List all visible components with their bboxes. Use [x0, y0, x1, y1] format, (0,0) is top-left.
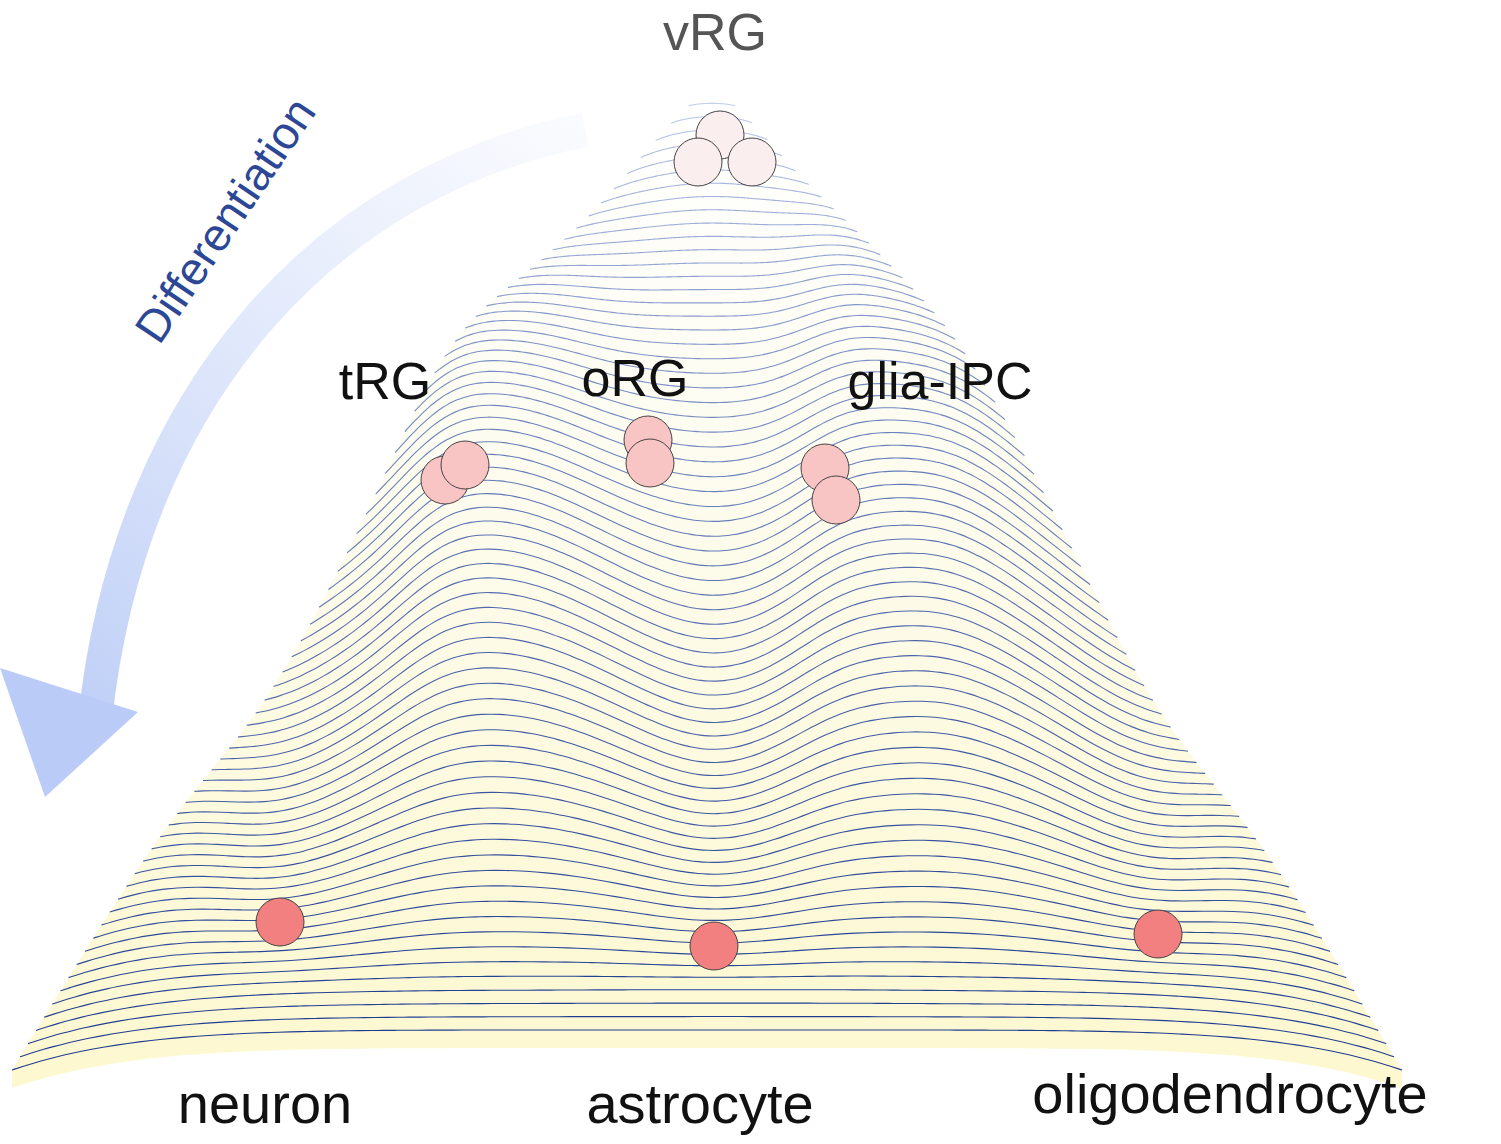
contour-line: [265, 578, 1153, 700]
cell: [626, 439, 674, 487]
contour-line: [160, 761, 1256, 839]
contour-line: [28, 1003, 1386, 1043]
cell: [812, 476, 860, 524]
contour-line: [44, 976, 1370, 1017]
cell: [690, 922, 738, 970]
contour-line: [689, 103, 735, 106]
contour-line: [366, 429, 1053, 514]
contour-line: [177, 730, 1239, 817]
contour-line: [301, 521, 1118, 641]
fate-label: oligodendrocyte: [1032, 1066, 1427, 1122]
contour-line: [519, 265, 903, 279]
fate-label: astrocyte: [586, 1076, 813, 1132]
stage-label: oRG: [582, 352, 689, 404]
contour-line: [601, 183, 821, 203]
arrow-head: [0, 668, 138, 797]
contour-line: [508, 274, 913, 289]
contour-line: [118, 839, 1297, 899]
contour-line: [169, 745, 1248, 827]
contour-line: [553, 235, 869, 250]
contour-line: [376, 417, 1044, 494]
contour-line: [126, 824, 1289, 887]
stage-label: glia-IPC: [848, 355, 1033, 407]
fate-label: neuron: [178, 1076, 352, 1132]
cell: [441, 441, 489, 489]
contour-line: [12, 1030, 1402, 1070]
cell: [256, 898, 304, 946]
contour-line: [203, 683, 1214, 784]
arrow-label: Differentiation: [127, 90, 323, 350]
cell: [1134, 910, 1182, 958]
contour-line: [541, 245, 880, 260]
contour-line: [143, 792, 1272, 862]
contour-line: [20, 1017, 1394, 1057]
cell: [674, 138, 722, 186]
cells: [256, 111, 1182, 970]
contour-line: [465, 315, 955, 344]
contour-line: [530, 255, 891, 269]
contour-line: [36, 990, 1378, 1031]
contour-line: [186, 714, 1231, 805]
contour-line: [212, 668, 1205, 774]
stage-label: vRG: [663, 6, 767, 58]
contour-line: [497, 284, 924, 303]
contour-line: [229, 637, 1188, 751]
contour-line: [274, 563, 1145, 686]
arrow-shaft: [95, 130, 585, 720]
cell: [728, 138, 776, 186]
contour-line: [220, 653, 1196, 763]
contour-line: [310, 507, 1108, 624]
differentiation-arrow: [0, 130, 585, 797]
contour-line: [564, 223, 857, 239]
contour-line: [152, 777, 1265, 851]
contour-line: [576, 210, 845, 228]
contour-line: [135, 808, 1281, 875]
stage-label: tRG: [339, 355, 431, 407]
